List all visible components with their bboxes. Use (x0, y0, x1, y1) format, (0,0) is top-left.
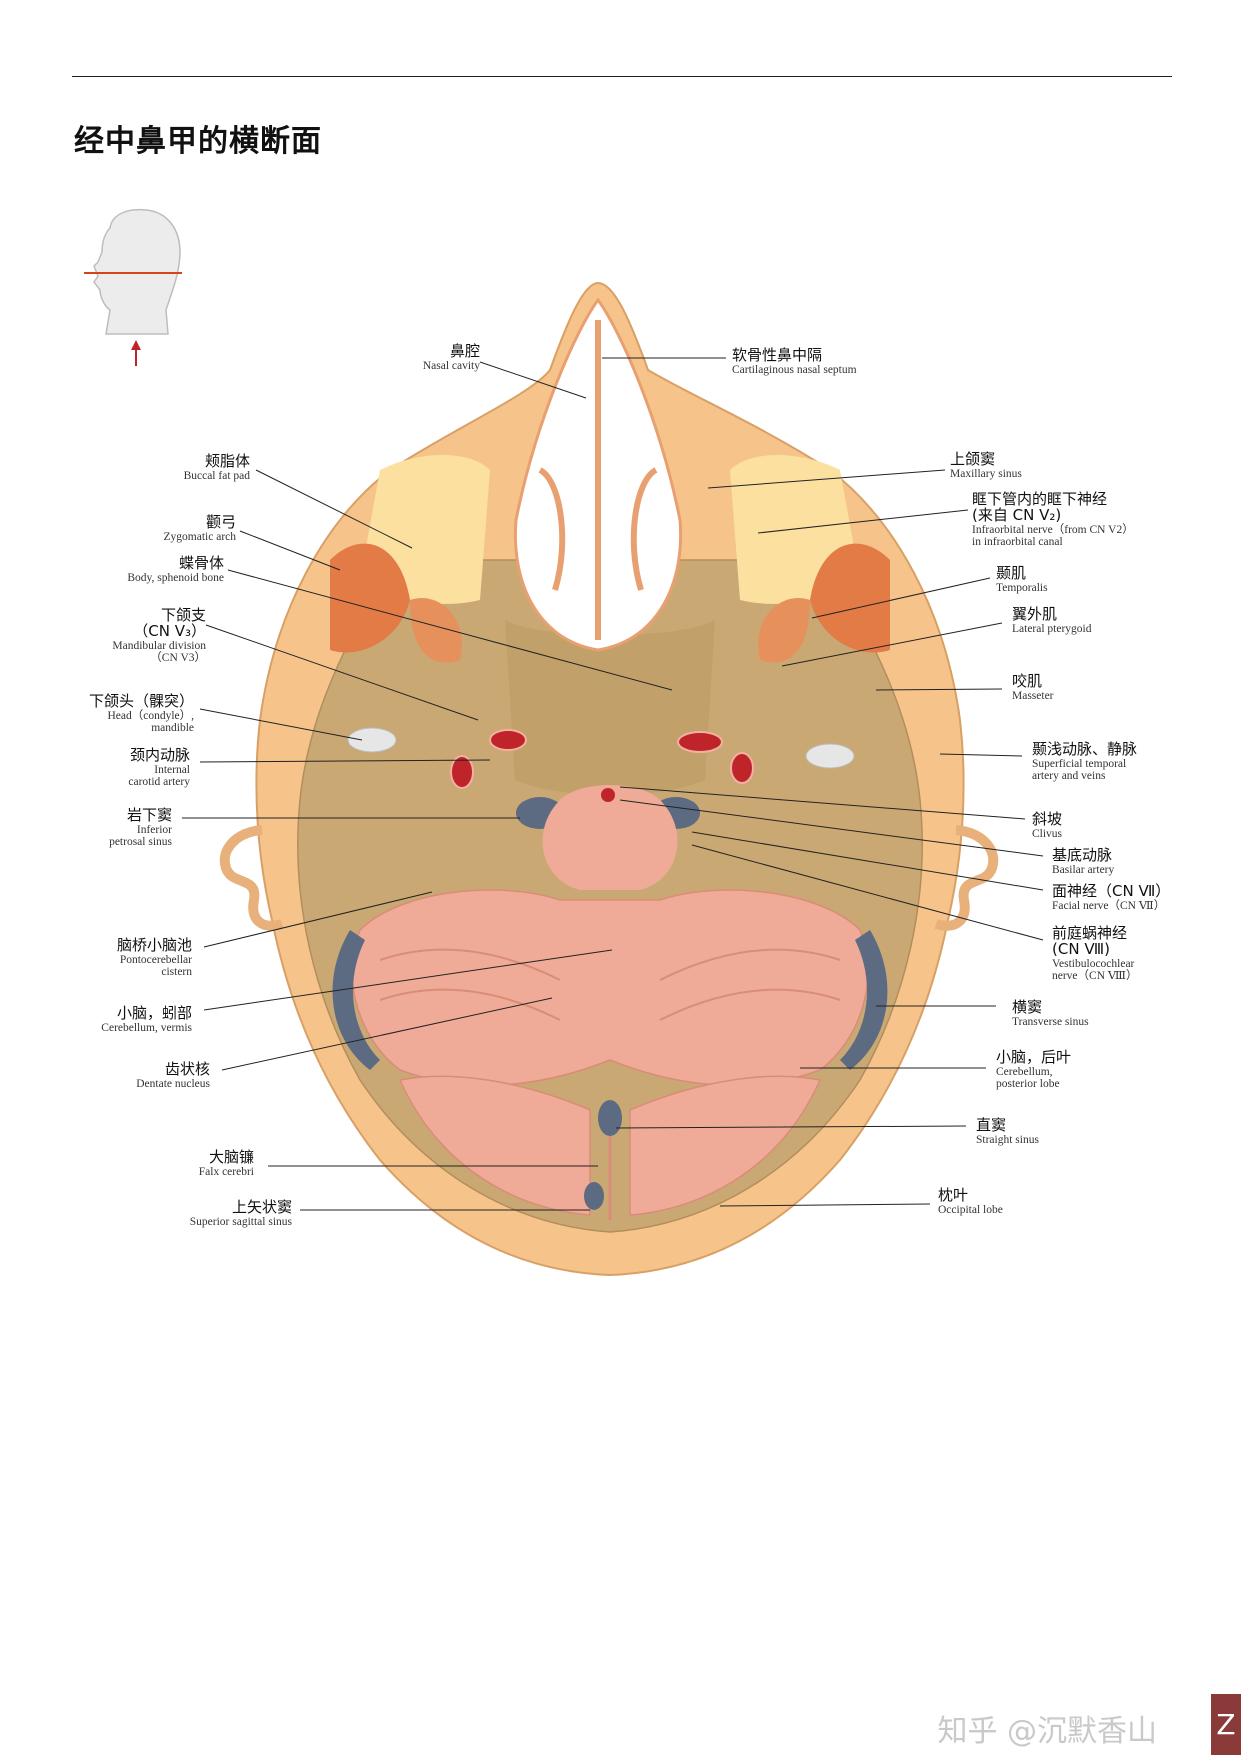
turbinate-right (630, 467, 658, 591)
right-occipital-lobe (629, 1075, 822, 1216)
cerebellum (351, 889, 869, 1086)
right-transverse-sinus (840, 930, 888, 1070)
left-carotid-2 (450, 755, 474, 789)
right-carotid (677, 731, 723, 753)
label-mandibular-division: 下颌支（CN V₃）Mandibular division（CN V3） (112, 606, 206, 664)
left-ear (219, 825, 284, 931)
leader-lines (182, 357, 1044, 1211)
right-ear (934, 825, 999, 931)
right-temporalis (810, 543, 890, 653)
right-pterygoid (758, 598, 810, 663)
pons (542, 785, 678, 890)
right-condyle (805, 743, 855, 769)
page-title: 经中鼻甲的横断面 (74, 124, 322, 159)
left-carotid (489, 729, 527, 751)
right-carotid-2 (730, 752, 754, 784)
left-occipital-lobe (398, 1075, 591, 1216)
turbinate-left (538, 467, 566, 591)
watermark-badge: Z (1211, 1694, 1241, 1755)
label-condyle: 下颌头（髁突）Head（condyle）,mandible (88, 692, 194, 734)
head-orientation-icon (84, 208, 182, 366)
cerebellum-folia (379, 948, 841, 1021)
sagittal-sinus (584, 1182, 604, 1210)
label-facial-nerve: 面神经（CN Ⅶ）Facial nerve（CN Ⅶ） (1052, 882, 1171, 912)
watermark-text: 知乎 @沉默香山 (937, 1714, 1157, 1749)
basilar-artery (601, 788, 615, 802)
left-transverse-sinus (332, 930, 380, 1070)
label-infraorbital-nerve: 眶下管内的眶下神经(来自 CN V₂)Infraorbital nerve（fr… (972, 490, 1134, 548)
left-condyle (347, 727, 397, 753)
left-pterygoid (410, 598, 462, 663)
left-temporalis (330, 543, 410, 653)
sphenoid-body (505, 620, 715, 795)
straight-sinus (598, 1100, 622, 1136)
top-rule (72, 76, 1172, 77)
